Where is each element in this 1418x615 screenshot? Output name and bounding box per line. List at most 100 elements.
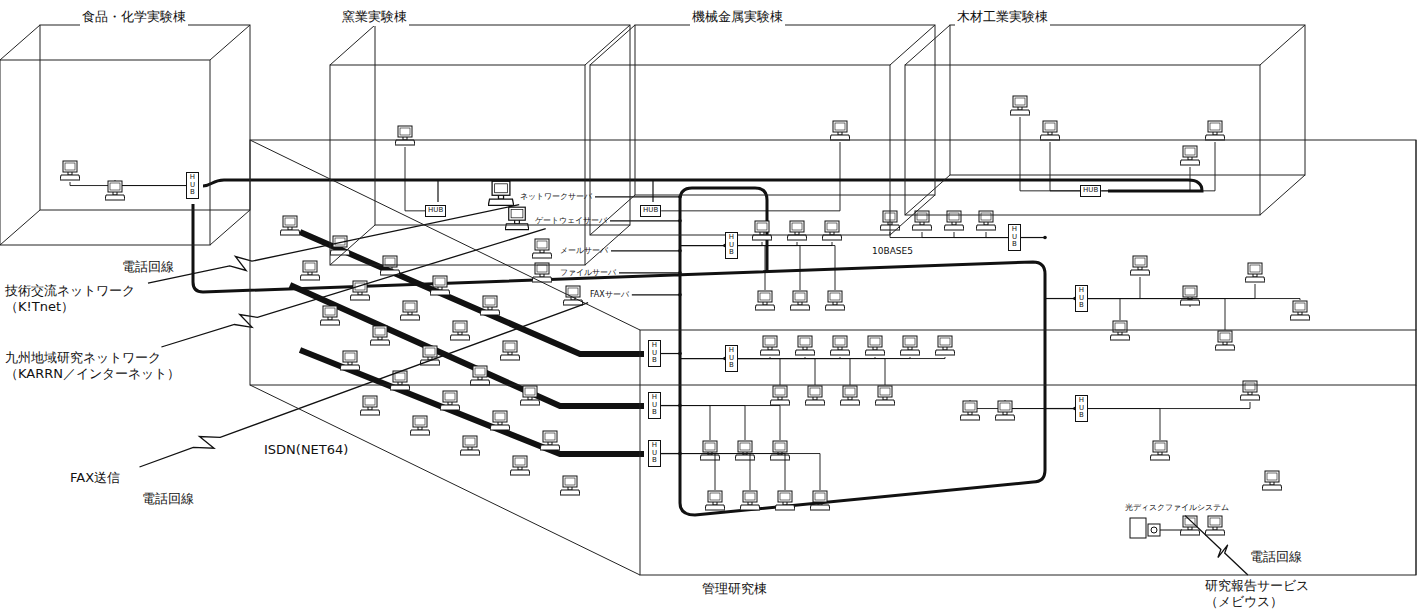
pc-icon bbox=[450, 321, 470, 340]
pc-icon bbox=[770, 441, 790, 460]
lan-wire bbox=[954, 232, 1008, 238]
lan-wire bbox=[738, 242, 832, 246]
building-edge bbox=[1416, 385, 1417, 575]
pc-icon bbox=[830, 336, 850, 355]
lan-wire bbox=[1050, 142, 1080, 191]
tap-line bbox=[611, 250, 680, 251]
pc-icon bbox=[340, 351, 360, 370]
pc-icon bbox=[1240, 381, 1260, 400]
hub-label: HUB bbox=[643, 207, 658, 215]
pc-icon bbox=[1150, 441, 1170, 460]
pc-icon bbox=[805, 386, 825, 405]
pc-icon bbox=[330, 236, 350, 255]
building-front-face bbox=[0, 60, 210, 245]
lan-wires bbox=[60, 96, 1310, 535]
lan-wire bbox=[738, 242, 797, 246]
line-label: 電話回線 bbox=[1248, 548, 1304, 566]
pc-icon bbox=[995, 401, 1015, 420]
server-name: ゲートウェイサーバ bbox=[535, 216, 607, 226]
tap-line bbox=[680, 358, 725, 359]
lan-wire bbox=[661, 454, 785, 490]
building-back-face bbox=[40, 25, 250, 210]
disk-drive bbox=[1148, 524, 1160, 536]
building-box: 食品・化学実験棟HUB bbox=[0, 5, 255, 255]
pc-icon bbox=[752, 221, 772, 240]
hub-box: HUB bbox=[1008, 224, 1021, 251]
pc-icon bbox=[1180, 146, 1200, 165]
backbone-cable bbox=[193, 180, 1202, 515]
hub-label: HUB bbox=[1011, 226, 1018, 249]
pc-icon bbox=[790, 291, 810, 310]
server-label: FAXサーバ bbox=[590, 290, 629, 300]
building-edge bbox=[590, 195, 635, 235]
building-box: 機械金属実験棟HUB bbox=[585, 5, 940, 240]
lan-wire bbox=[738, 242, 762, 246]
hub-box: HUB bbox=[186, 172, 199, 199]
server-label: 光ディスクファイルシステム bbox=[1125, 503, 1229, 513]
transceiver bbox=[678, 219, 682, 223]
line-label: ISDN(NET64) bbox=[262, 442, 350, 457]
hub-box: HUB bbox=[725, 232, 738, 259]
pc-icon bbox=[560, 476, 580, 495]
pc-icon bbox=[700, 441, 720, 460]
tap-line bbox=[595, 196, 680, 197]
building-edge bbox=[1260, 25, 1305, 65]
line-label: 電話回線 bbox=[140, 490, 196, 508]
building-edge bbox=[250, 140, 640, 330]
network-label: 技術交流ネットワーク （K!Tnet） bbox=[5, 283, 145, 314]
network-name: 九州地域研究ネットワーク （KARRN／インターネット） bbox=[5, 350, 197, 381]
pc-icon bbox=[944, 211, 964, 230]
lan-wire bbox=[661, 454, 750, 490]
lan-wire bbox=[738, 246, 800, 290]
pc-icon bbox=[840, 386, 860, 405]
lan-wire bbox=[661, 454, 820, 490]
lan-wire bbox=[738, 359, 780, 385]
building-edge bbox=[905, 175, 950, 215]
lan-wire bbox=[1088, 284, 1255, 299]
transceiver bbox=[678, 452, 682, 456]
building-outline bbox=[0, 5, 255, 255]
network-name: FAX送信 bbox=[70, 470, 150, 486]
tap-line bbox=[661, 405, 680, 406]
building-edge bbox=[1260, 175, 1305, 215]
tap-line bbox=[1045, 408, 1075, 409]
lan-wire bbox=[115, 180, 186, 186]
hub-label: HUB bbox=[189, 174, 196, 197]
pc-icon bbox=[400, 301, 420, 320]
pc-icon bbox=[280, 216, 300, 235]
disk-wire bbox=[1160, 530, 1182, 531]
building-outline bbox=[240, 130, 1418, 612]
pc-icon bbox=[105, 181, 125, 200]
building-box: 管理研究棟ネットワークサーバゲートウェイサーバメールサーバファイルサーバFAXサ… bbox=[240, 130, 1418, 612]
building-edge bbox=[905, 25, 950, 65]
lan-wire bbox=[661, 406, 710, 440]
pc-icon bbox=[912, 211, 932, 230]
pc-icon bbox=[60, 161, 80, 180]
lan-wire bbox=[738, 359, 815, 385]
network-name: 技術交流ネットワーク （K!Tnet） bbox=[5, 283, 145, 314]
backbone-line bbox=[193, 188, 1045, 515]
pc-icon bbox=[976, 211, 996, 230]
pc-icon bbox=[735, 441, 755, 460]
hub-label: HUB bbox=[1078, 397, 1085, 420]
hub-label: HUB bbox=[651, 342, 658, 365]
lan-wire bbox=[986, 232, 1008, 238]
lan-wire bbox=[970, 400, 1075, 409]
pc-icon bbox=[1040, 121, 1060, 140]
drop-cable bbox=[437, 180, 438, 202]
pc-icon bbox=[490, 411, 510, 430]
hub-label: HUB bbox=[651, 442, 658, 465]
line-label: 電話回線 bbox=[120, 258, 176, 276]
pc-icon bbox=[320, 306, 340, 325]
tap-line bbox=[661, 353, 680, 354]
lan-wire bbox=[661, 142, 840, 211]
pc-icon bbox=[300, 261, 320, 280]
lan-wire bbox=[1088, 277, 1140, 299]
optical-disk-system bbox=[1130, 518, 1182, 538]
pc-icon bbox=[540, 431, 560, 450]
lan-wire bbox=[1101, 142, 1215, 191]
network-name: 研究報告サービス （メビウス） bbox=[1205, 578, 1330, 609]
server-name: メールサーバ bbox=[560, 246, 608, 256]
